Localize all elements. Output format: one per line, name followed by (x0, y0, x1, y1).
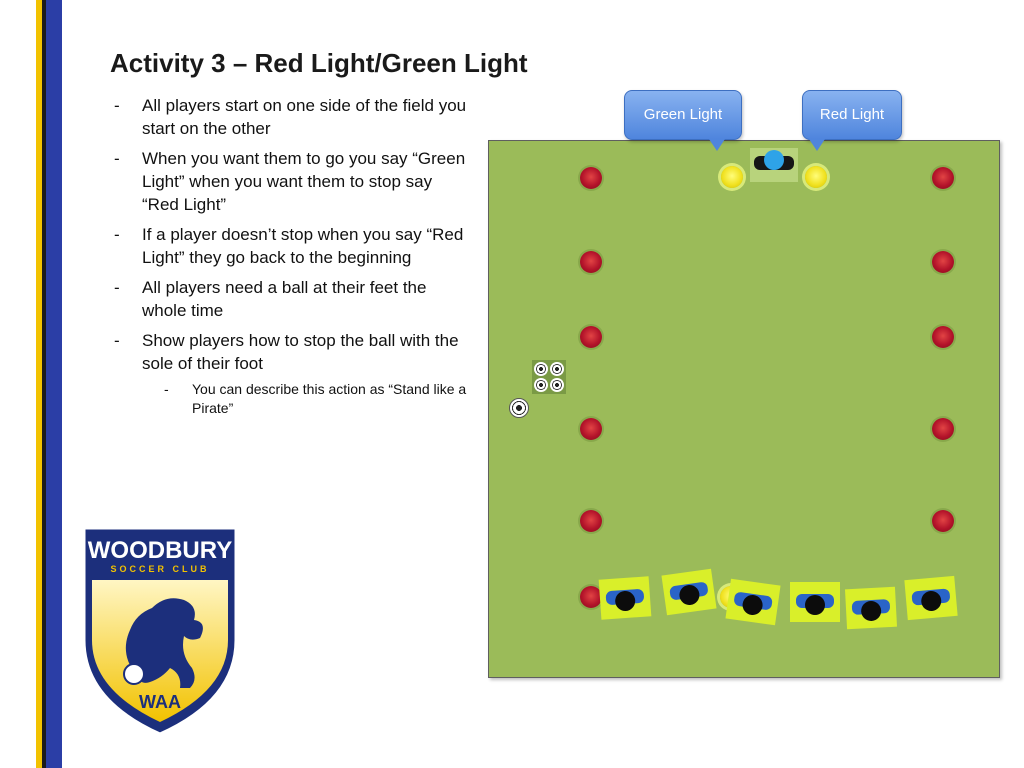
lion-emblem-icon (125, 598, 203, 688)
ball-icon (550, 378, 564, 392)
red-cone (580, 326, 602, 348)
player-figure (844, 586, 898, 630)
sub-bullet-item: You can describe this action as “Stand l… (160, 380, 470, 418)
player-figure (904, 575, 958, 621)
red-cone (932, 510, 954, 532)
red-cone (580, 510, 602, 532)
ball-icon (534, 362, 548, 376)
logo-sub: SOCCER CLUB (110, 564, 209, 574)
player-figure (725, 578, 781, 626)
player-figure (790, 582, 840, 622)
red-cone (580, 418, 602, 440)
red-cone (580, 251, 602, 273)
logo-name: WOODBURY (88, 537, 232, 564)
logo-bottom-text: WAA (139, 692, 181, 712)
ball-pile (532, 360, 566, 394)
ball-icon (550, 362, 564, 376)
red-cone (580, 586, 602, 608)
coach-head (764, 150, 784, 170)
red-cone (932, 418, 954, 440)
ball-icon (534, 378, 548, 392)
bullet-item: All players need a ball at their feet th… (110, 276, 470, 322)
bullet-item: When you want them to go you say “Green … (110, 147, 470, 216)
red-cone (932, 251, 954, 273)
red-cone (580, 167, 602, 189)
bullet-item: All players start on one side of the fie… (110, 94, 470, 140)
woodbury-logo: WOODBURY SOCCER CLUB WAA (82, 526, 238, 736)
bullet-item: If a player doesn’t stop when you say “R… (110, 223, 470, 269)
yellow-cone (805, 166, 827, 188)
player-figure (661, 568, 717, 616)
slide-title: Activity 3 – Red Light/Green Light (110, 48, 528, 78)
logo-ball-icon (123, 663, 145, 685)
red-cone (932, 326, 954, 348)
red-cone (932, 167, 954, 189)
soccer-ball-icon (509, 398, 529, 418)
yellow-cone (721, 166, 743, 188)
decor-stripe-dark (42, 0, 46, 768)
callout-red-light: Red Light (802, 90, 902, 151)
decor-stripe-yellow (36, 0, 42, 768)
coach-figure (750, 148, 798, 182)
bullet-list: All players start on one side of the fie… (110, 94, 470, 425)
player-figure (598, 576, 652, 620)
decor-stripe-blue (46, 0, 62, 768)
bullet-item: Show players how to stop the ball with t… (110, 329, 470, 375)
callout-green-light: Green Light (624, 90, 742, 151)
